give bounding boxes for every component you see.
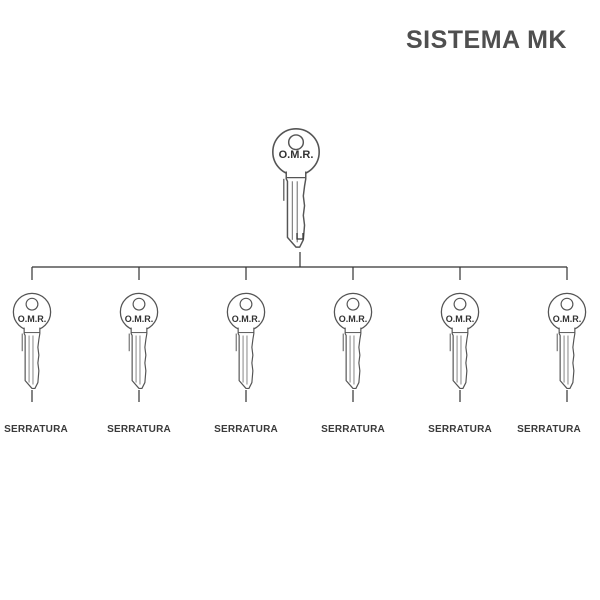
master-key-tip-mark xyxy=(296,233,304,240)
diagram-title: SISTEMA MK xyxy=(405,26,567,54)
master-key-brand: O.M.R. xyxy=(279,149,314,161)
key-icon xyxy=(440,292,480,390)
key-icon xyxy=(12,292,52,390)
key-brand: O.M.R. xyxy=(339,314,368,324)
lock-key-2: O.M.R. xyxy=(119,292,159,402)
connector-lines xyxy=(31,252,568,280)
key-icon xyxy=(547,292,587,390)
lock-label-3: SERRATURA xyxy=(214,424,278,435)
lock-key-4: O.M.R. xyxy=(333,292,373,402)
key-brand: O.M.R. xyxy=(232,314,261,324)
lock-label-5: SERRATURA xyxy=(428,424,492,435)
lock-label-1: SERRATURA xyxy=(4,424,68,435)
lock-key-5: O.M.R. xyxy=(440,292,480,402)
key-icon xyxy=(333,292,373,390)
key-brand: O.M.R. xyxy=(553,314,582,324)
lock-key-1: O.M.R. xyxy=(12,292,52,402)
lock-label-6: SERRATURA xyxy=(517,424,581,435)
key-icon xyxy=(226,292,266,390)
key-brand: O.M.R. xyxy=(125,314,154,324)
key-brand: O.M.R. xyxy=(18,314,47,324)
lock-key-3: O.M.R. xyxy=(226,292,266,402)
key-icon xyxy=(119,292,159,390)
key-brand: O.M.R. xyxy=(446,314,475,324)
lock-key-6: O.M.R. xyxy=(547,292,587,402)
master-key-icon xyxy=(272,128,320,248)
lock-label-4: SERRATURA xyxy=(321,424,385,435)
lock-label-2: SERRATURA xyxy=(107,424,171,435)
